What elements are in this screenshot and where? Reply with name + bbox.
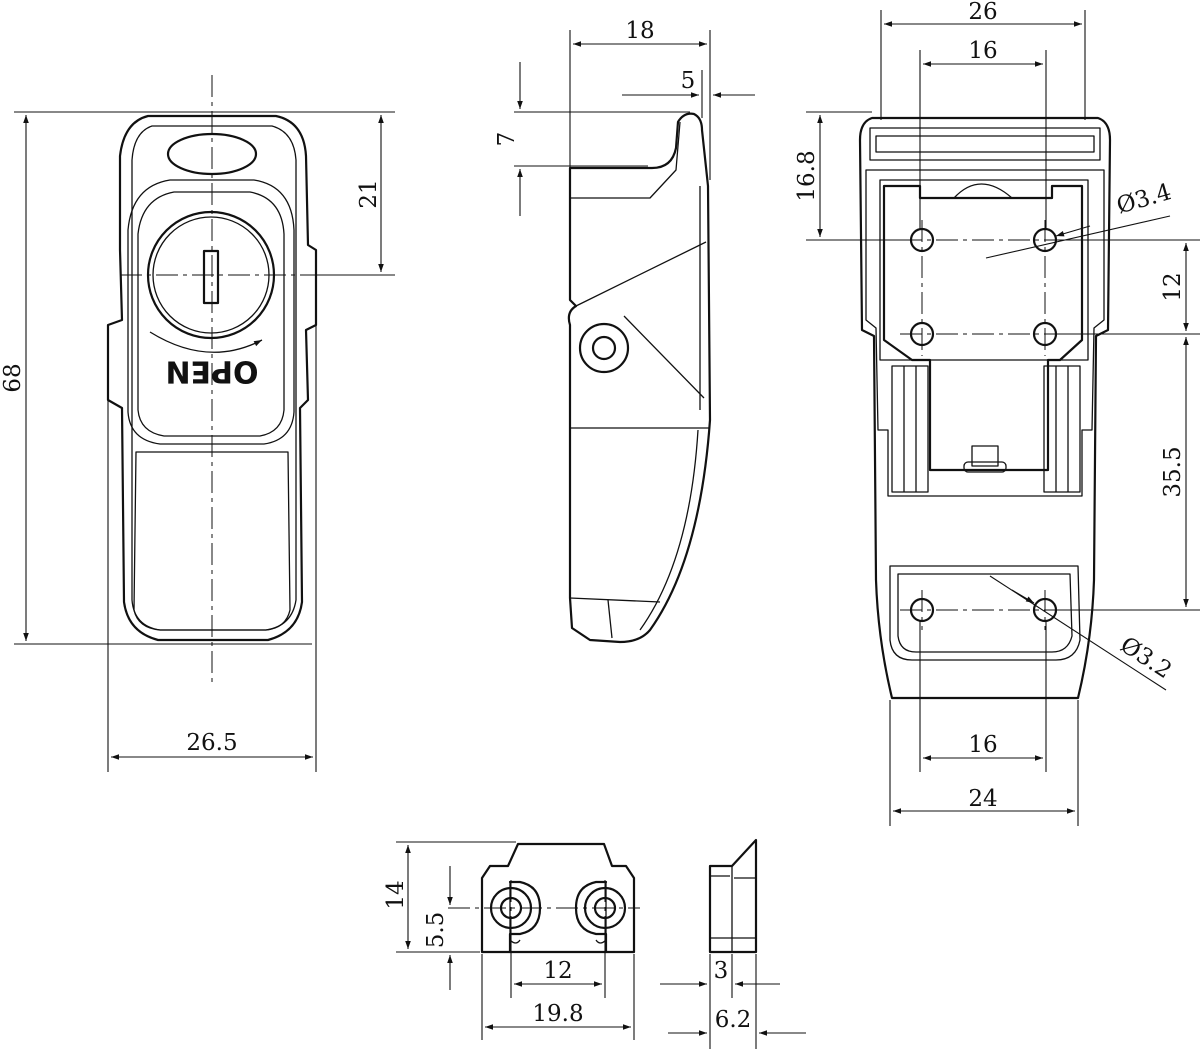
rear-rail-left [891,365,929,493]
key-slot [202,249,220,305]
rear-cavity [865,169,1105,497]
dim-key-offset-21: 21 [304,115,395,276]
rear-roller [953,183,1013,199]
rear-centerlines [900,220,1070,630]
dim-keeper-hole-5-5: 5.5 [423,866,453,990]
side-base-line-2 [607,599,613,639]
dim-side-width-18: 18 [569,18,711,180]
dim-rear-bottom-width-24: 24 [889,700,1079,826]
rear-rail-right [1043,365,1081,493]
dim-label: Ø3.4 [1114,179,1174,219]
rear-outline [858,116,1112,700]
keeper-side-view: 3 6.2 [660,838,806,1049]
rear-plate-outline [879,179,1089,361]
pivot-pin [578,322,630,374]
pivot-pin-hole [591,335,617,361]
dim-rear-dia-3-4: Ø3.4 [985,179,1174,259]
rear-latch-tab-base [963,461,1007,473]
dim-height-68: 68 [0,111,395,645]
dim-label: 68 [0,363,26,392]
dim-label: 19.8 [532,1001,583,1027]
rear-mount-plate [882,184,1084,472]
lock-bezel-outer [127,179,295,445]
side-outline [567,112,712,644]
rear-bottom-pocket-inner [897,573,1073,653]
dim-label: 7 [494,132,520,147]
open-arrow-icon [149,331,263,353]
side-hook [570,121,681,199]
dim-rear-top-width-26: 26 [880,0,1086,120]
front-view: OPEN 68 21 26.5 [0,75,395,772]
dim-keeper-width-19-8: 19.8 [481,954,635,1040]
dim-label: 12 [543,958,572,984]
dim-label: 5 [681,68,696,94]
dim-label: 26.5 [186,730,237,756]
rear-top-rim [869,127,1101,161]
keeper-outline [480,842,636,954]
dim-label: 35.5 [1160,446,1186,497]
dim-keeper-base-3: 3 [660,954,780,1049]
dim-label: 12 [1160,272,1186,301]
side-base-line [569,597,661,603]
dim-rear-bottom-holes-16: 16 [919,620,1047,772]
front-lower-panel [133,451,291,631]
dim-label: 21 [356,179,382,208]
dim-width-26-5: 26.5 [107,325,317,772]
keeper-side-outline [708,838,758,954]
dim-keeper-spacing-12: 12 [510,930,606,998]
dim-label: 3 [714,958,729,984]
dim-keeper-depth-6-2: 6.2 [668,954,806,1049]
dim-label: 16.8 [794,150,820,201]
dim-rear-pitch-12: 12 [1058,239,1200,335]
dim-label: 5.5 [423,912,449,949]
dim-rear-offset-16-8: 16.8 [794,111,912,241]
keeper-front-view: 14 5.5 12 19.8 [383,841,640,1040]
dim-hook-7: 7 [494,62,690,216]
dim-label: 18 [625,18,654,44]
rear-view: 26 16 16.8 Ø3.4 12 35.5 [794,0,1200,826]
dim-label: 6.2 [715,1007,752,1033]
dim-keeper-height-14: 14 [383,841,516,953]
side-diagonal-bottom [623,315,705,399]
lock-bezel-inner [137,191,285,437]
dim-label: 24 [968,786,997,812]
dim-label: 16 [968,38,997,64]
rear-top-rim-inner [875,135,1095,153]
dim-lip-5: 5 [622,68,755,118]
rear-holes [909,227,1058,623]
dim-label: 26 [968,0,997,25]
dim-rear-top-holes-16: 16 [919,38,1047,230]
dim-rear-pitch-35-5: 35.5 [1058,337,1200,611]
side-diagonal-top [575,241,707,307]
rear-latch-tab [971,445,999,467]
side-lower-curve [639,429,699,631]
front-outline [106,114,318,642]
dim-label: 14 [383,880,409,909]
side-view: 18 5 7 [494,18,755,644]
rear-bottom-pocket [889,565,1081,661]
dim-label: 16 [968,732,997,758]
